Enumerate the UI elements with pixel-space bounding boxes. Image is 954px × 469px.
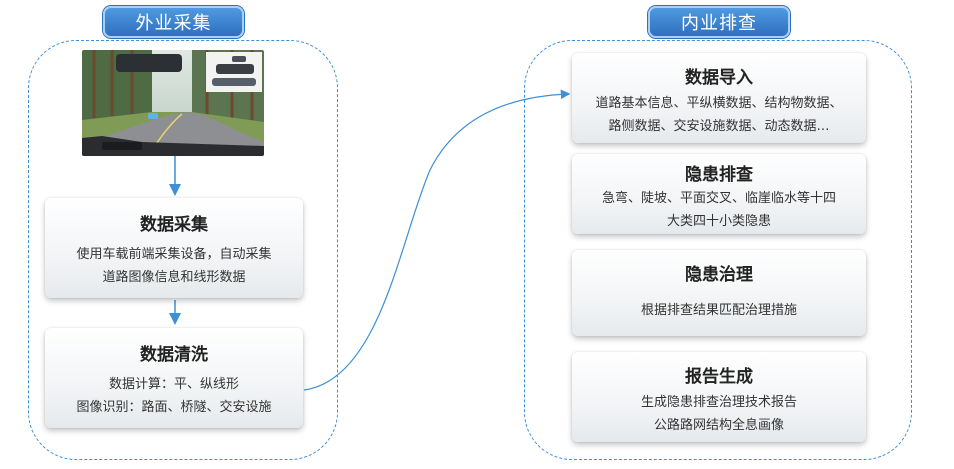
card-body: 道路基本信息、平纵横数据、结构物数据、 路侧数据、交安设施数据、动态数据… — [595, 96, 843, 134]
card-body: 使用车载前端采集设备，自动采集 道路图像信息和线形数据 — [76, 247, 272, 285]
dashcam-road-photo — [82, 50, 264, 156]
field-collection-panel — [28, 40, 338, 460]
field-collection-title: 外业采集 — [103, 6, 244, 38]
card-title: 数据导入 — [685, 68, 753, 88]
card-data-cleaning: 数据清洗 数据计算：平、纵线形 图像识别：路面、桥隧、交安设施 — [45, 328, 303, 428]
card-body: 数据计算：平、纵线形 图像识别：路面、桥隧、交安设施 — [76, 377, 272, 415]
card-title: 数据采集 — [140, 215, 208, 235]
card-title: 报告生成 — [685, 367, 753, 387]
card-data-import: 数据导入 道路基本信息、平纵横数据、结构物数据、 路侧数据、交安设施数据、动态数… — [572, 53, 866, 143]
card-hazard-screening: 隐患排查 急弯、陡坡、平面交叉、临崖临水等十四 大类四十小类隐患 — [572, 154, 866, 234]
card-data-collection: 数据采集 使用车载前端采集设备，自动采集 道路图像信息和线形数据 — [45, 198, 303, 298]
card-report-generation: 报告生成 生成隐患排查治理技术报告 公路路网结构全息画像 — [572, 352, 866, 442]
card-title: 隐患治理 — [685, 265, 753, 285]
card-body: 生成隐患排查治理技术报告 公路路网结构全息画像 — [640, 395, 797, 433]
card-body: 急弯、陡坡、平面交叉、临崖临水等十四 大类四十小类隐患 — [601, 191, 836, 229]
office-review-title: 内业排查 — [648, 6, 790, 38]
card-title: 数据清洗 — [140, 345, 208, 365]
arrow-cleaning-to-import — [303, 89, 571, 391]
office-review-panel — [524, 40, 912, 460]
card-title: 隐患排查 — [685, 165, 753, 185]
card-hazard-treatment: 隐患治理 根据排查结果匹配治理措施 — [572, 250, 866, 336]
card-body: 根据排查结果匹配治理措施 — [640, 303, 797, 318]
